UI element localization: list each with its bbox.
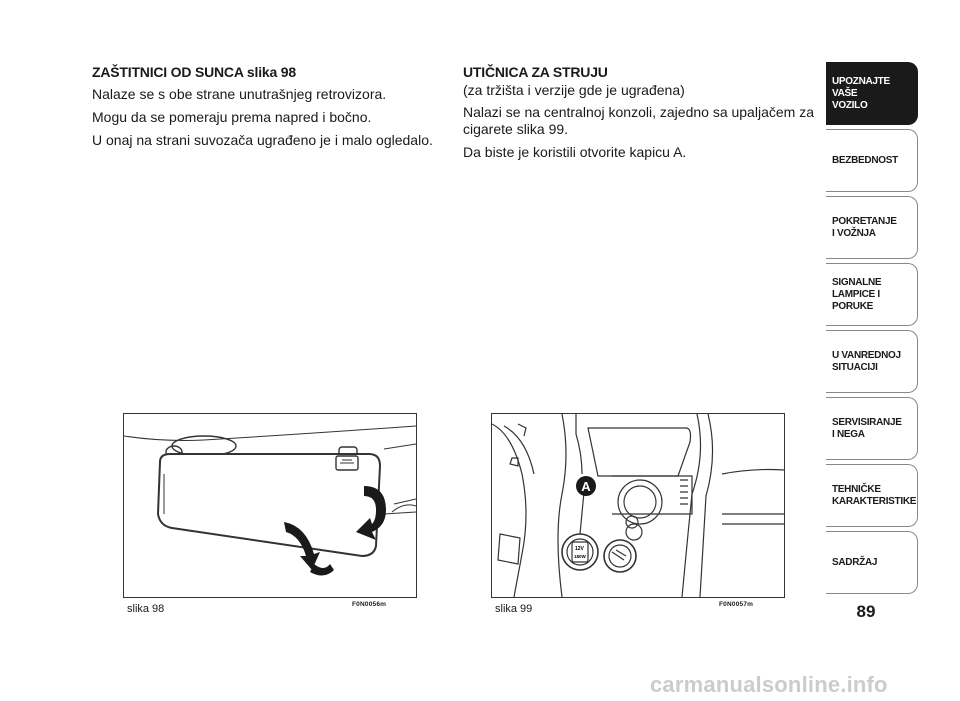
figure-98-caption: slika 98 <box>127 603 165 615</box>
tab-bezbednost[interactable]: BEZBEDNOST <box>826 129 918 192</box>
power-socket-subheading: (za tržišta i verzije gde je ugrađena) <box>463 82 685 98</box>
sun-visors-paragraph-2: Mogu da se pomeraju prema napred i bočno… <box>92 109 372 125</box>
tab-u-vanrednoj-situaciji[interactable]: U VANREDNOJ SITUACIJI <box>826 330 918 393</box>
figure-99-caption: slika 99 <box>495 603 533 615</box>
sun-visors-section: ZAŠTITNICI OD SUNCA slika 98 Nalaze se s… <box>92 64 452 155</box>
page-number: 89 <box>856 602 876 621</box>
power-socket-figure: 12V 180W A <box>491 413 785 598</box>
sun-visors-paragraph-3: U onaj na strani suvozača ugrađeno je i … <box>92 132 433 148</box>
callout-a-marker <box>576 476 596 496</box>
tab-tehnicke-karakteristike[interactable]: TEHNIČKE KARAKTERISTIKE <box>826 464 918 527</box>
sun-visor-figure <box>123 413 417 598</box>
power-socket-heading: UTIČNICA ZA STRUJU <box>463 64 608 80</box>
chapter-tabs: UPOZNAJTE VAŠE VOZILO BEZBEDNOST POKRETA… <box>826 62 918 598</box>
figure-99-code: F0N0057m <box>719 601 754 608</box>
tab-upoznajte-vase-vozilo[interactable]: UPOZNAJTE VAŠE VOZILO <box>826 62 918 125</box>
sun-visor-illustration <box>124 425 416 576</box>
figure-98-code: F0N0056m <box>352 601 387 608</box>
socket-label-wattage: 180W <box>574 554 587 559</box>
power-socket-paragraph-1: Nalazi se na centralnoj konzoli, zajedno… <box>463 104 814 137</box>
sun-visors-paragraph-1: Nalaze se s obe strane unutrašnjeg retro… <box>92 86 387 102</box>
watermark: carmanualsonline.info <box>650 672 888 697</box>
tab-servisiranje-i-nega[interactable]: SERVISIRANJE I NEGA <box>826 397 918 460</box>
power-socket-section: UTIČNICA ZA STRUJU (za tržišta i verzije… <box>463 64 815 167</box>
tab-pokretanje-i-voznja[interactable]: POKRETANJE I VOŽNJA <box>826 196 918 259</box>
power-socket-paragraph-2: Da biste je koristili otvorite kapicu A. <box>463 144 687 160</box>
sun-visors-heading: ZAŠTITNICI OD SUNCA slika 98 <box>92 64 296 80</box>
socket-label-voltage: 12V <box>575 546 585 552</box>
tab-sadrzaj[interactable]: SADRŽAJ <box>826 531 918 594</box>
tab-signalne-lampice[interactable]: SIGNALNE LAMPICE I PORUKE <box>826 263 918 326</box>
callout-a-label: A <box>581 479 591 494</box>
power-socket-illustration: 12V 180W A <box>492 414 784 597</box>
